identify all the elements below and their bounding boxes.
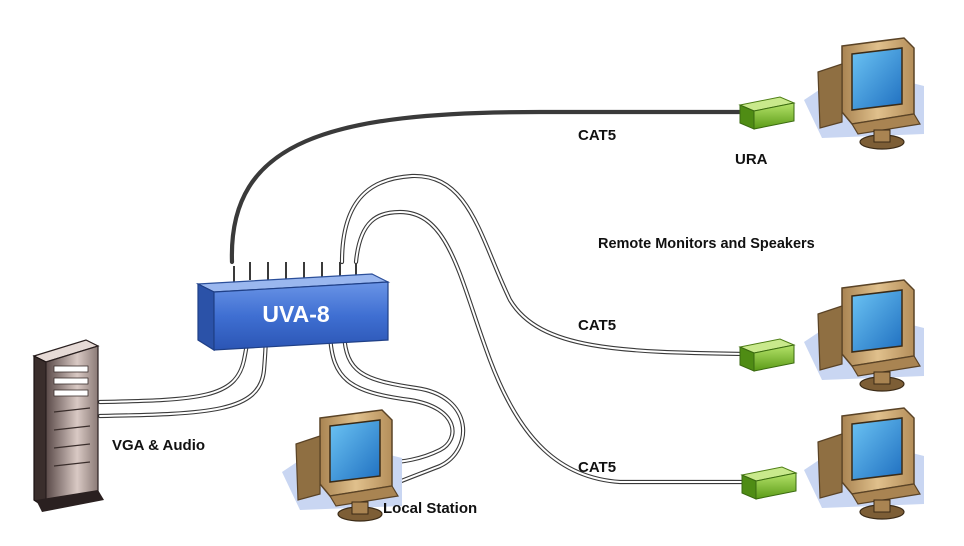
ura-label: URA	[735, 151, 768, 168]
cable-local-station	[327, 331, 466, 501]
remote-adapter-bottom-icon	[741, 466, 797, 500]
local-station-label: Local Station	[383, 500, 477, 517]
hub-ports	[233, 262, 357, 282]
cable-remote-bottom	[353, 209, 751, 485]
ura-adapter-icon	[739, 96, 795, 130]
cat5-label-top: CAT5	[578, 127, 616, 144]
remote-monitor-top-icon	[803, 37, 925, 150]
server-tower-icon	[32, 339, 104, 512]
cat5-label-middle: CAT5	[578, 317, 616, 334]
cable-to-ura	[229, 109, 748, 265]
hub-device-icon: UVA-8	[195, 262, 391, 352]
hub-label: UVA-8	[262, 301, 330, 327]
remote-monitor-middle-icon	[803, 279, 925, 392]
vga-audio-label: VGA & Audio	[112, 437, 205, 454]
cat5-label-bottom: CAT5	[578, 459, 616, 476]
remote-monitor-bottom-icon	[803, 407, 925, 520]
cable-remote-middle	[339, 173, 748, 357]
remote-adapter-middle-icon	[739, 338, 795, 372]
remote-monitors-label: Remote Monitors and Speakers	[598, 236, 815, 252]
